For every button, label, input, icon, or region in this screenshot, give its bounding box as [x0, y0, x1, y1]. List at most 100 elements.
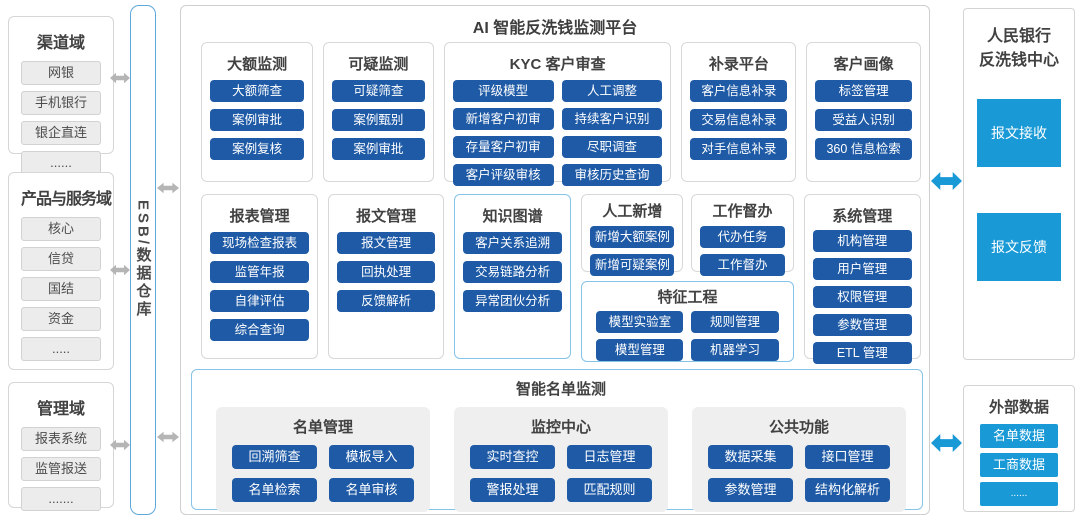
module-box-large-amount-monitor: 大额监测 大额筛查 案例审批 案例复核 — [201, 42, 314, 182]
module-button: 参数管理 — [708, 478, 793, 502]
module-button: 新增客户初审 — [452, 108, 554, 130]
submodule-title: 名单管理 — [292, 419, 353, 436]
sync-arrow-icon — [157, 431, 179, 443]
module-button: 模板导入 — [329, 445, 414, 469]
module-button: 客户评级审核 — [452, 164, 554, 186]
domain-item-list: 网银 手机银行 银企直连 ...... — [21, 61, 101, 175]
module-box-supplement-platform: 补录平台 客户信息补录 交易信息补录 对手信息补录 — [681, 42, 797, 182]
module-button: 新增大额案例 — [590, 226, 675, 248]
domain-item: 信贷 — [21, 247, 101, 271]
module-title: 报表管理 — [229, 208, 290, 225]
module-button: 匹配规则 — [567, 478, 652, 502]
domain-title: 管理域 — [36, 401, 85, 418]
pboc-title-line1: 人民银行 — [986, 28, 1051, 45]
module-box-work-supervision: 工作督办 代办任务 工作督办 — [691, 194, 794, 276]
module-title: 大额监测 — [227, 56, 288, 73]
domain-box-management: 管理域 报表系统 监管报送 ....... — [8, 382, 114, 511]
data-exchange-arrow-icon — [931, 434, 962, 452]
sync-arrow-icon — [110, 439, 130, 451]
module-button: 结构化解析 — [805, 478, 890, 502]
module-button: 尽职调查 — [561, 136, 663, 158]
module-button: 回执处理 — [337, 261, 435, 283]
pboc-title-line2: 反洗钱中心 — [978, 52, 1059, 69]
module-button: 案例复核 — [210, 138, 305, 160]
module-box-knowledge-graph: 知识图谱 客户关系追溯 交易链路分析 异常团伙分析 — [453, 194, 572, 359]
domain-item-list: 报表系统 监管报送 ....... — [21, 427, 101, 511]
module-button: 日志管理 — [567, 445, 652, 469]
module-button: 客户关系追溯 — [462, 232, 563, 254]
esb-data-warehouse-bar: ESB/数据仓库 — [130, 5, 156, 515]
module-title: 报文管理 — [356, 208, 417, 225]
submodule-box-monitoring-center: 监控中心 实时查控 日志管理 警报处理 匹配规则 — [454, 407, 668, 512]
module-button: 360 信息检索 — [815, 138, 912, 160]
module-box-manual-add: 人工新增 新增大额案例 新增可疑案例 — [581, 194, 684, 276]
domain-box-product-service: 产品与服务域 核心 信贷 国结 资金 ..... — [8, 172, 114, 370]
module-button: 客户信息补录 — [690, 80, 788, 102]
module-title: 系统管理 — [832, 208, 893, 225]
module-title: 知识图谱 — [482, 208, 543, 225]
module-button: 存量客户初审 — [452, 136, 554, 158]
module-title: 人工新增 — [602, 203, 663, 220]
module-button: 现场检查报表 — [210, 232, 310, 254]
esb-label: ESB/数据仓库 — [134, 200, 152, 320]
module-box-system-management: 系统管理 机构管理 用户管理 权限管理 参数管理 ETL 管理 — [803, 194, 921, 364]
module-button: 用户管理 — [812, 258, 912, 280]
module-button: 回溯筛查 — [232, 445, 317, 469]
module-button: 大额筛查 — [210, 80, 305, 102]
module-button: 模型实验室 — [596, 311, 684, 333]
module-button: 模型管理 — [596, 339, 684, 361]
sync-arrow-icon — [157, 182, 179, 194]
module-title: 客户画像 — [833, 56, 894, 73]
module-button: 自律评估 — [210, 290, 310, 312]
domain-item: 核心 — [21, 217, 101, 241]
module-button: 报文管理 — [337, 232, 435, 254]
platform-title: AI 智能反洗钱监测平台 — [472, 20, 638, 37]
domain-item: 国结 — [21, 277, 101, 301]
sync-arrow-icon — [110, 264, 130, 276]
module-button: 标签管理 — [815, 80, 912, 102]
domain-title: 产品与服务域 — [21, 191, 112, 208]
module-button: 案例审批 — [332, 138, 425, 160]
domain-item: 报表系统 — [21, 427, 101, 451]
module-box-smart-list-monitoring: 智能名单监测 名单管理 回溯筛查 模板导入 名单检索 名单审核 监控中心 实时查… — [191, 369, 923, 512]
message-feedback-block: 报文反馈 — [977, 213, 1061, 281]
message-receive-block: 报文接收 — [977, 99, 1061, 167]
module-button: 警报处理 — [470, 478, 555, 502]
module-button: 案例审批 — [210, 109, 305, 131]
domain-item: 手机银行 — [21, 91, 101, 115]
external-data-item: 工商数据 — [980, 453, 1058, 477]
submodule-box-list-management: 名单管理 回溯筛查 模板导入 名单检索 名单审核 — [216, 407, 430, 512]
platform-panel: AI 智能反洗钱监测平台 大额监测 大额筛查 案例审批 案例复核 可疑监测 可疑… — [180, 5, 930, 515]
domain-item-list: 核心 信贷 国结 资金 ..... — [21, 217, 101, 361]
submodule-title: 公共功能 — [768, 419, 829, 436]
module-button: 反馈解析 — [337, 290, 435, 312]
module-button: 人工调整 — [561, 80, 663, 102]
module-button: 权限管理 — [812, 286, 912, 308]
module-title: 可疑监测 — [348, 56, 409, 73]
module-title: 工作督办 — [712, 203, 773, 220]
module-box-message-management: 报文管理 报文管理 回执处理 反馈解析 — [328, 194, 444, 359]
module-button: 接口管理 — [805, 445, 890, 469]
module-button: 监管年报 — [210, 261, 310, 283]
module-button: 异常团伙分析 — [462, 290, 563, 312]
module-title: KYC 客户审查 — [509, 56, 606, 73]
module-button: 名单审核 — [329, 478, 414, 502]
module-title: 特征工程 — [657, 289, 718, 306]
module-button: 案例甄别 — [332, 109, 425, 131]
domain-item-ellipsis: ....... — [21, 487, 101, 511]
domain-item-ellipsis: ...... — [21, 151, 101, 175]
submodule-title: 监控中心 — [530, 419, 591, 436]
module-button: 机器学习 — [691, 339, 779, 361]
module-button: 可疑筛查 — [332, 80, 425, 102]
module-button: 新增可疑案例 — [590, 254, 675, 276]
module-button: 实时查控 — [470, 445, 555, 469]
module-button: 评级模型 — [452, 80, 554, 102]
domain-item: 网银 — [21, 61, 101, 85]
module-title: 智能名单监测 — [515, 381, 606, 398]
sync-arrow-icon — [110, 72, 130, 84]
module-button: 机构管理 — [812, 230, 912, 252]
platform-row-2: 报表管理 现场检查报表 监管年报 自律评估 综合查询 报文管理 报文管理 回执处… — [201, 194, 921, 364]
module-button: 交易信息补录 — [690, 109, 788, 131]
domain-item: 资金 — [21, 307, 101, 331]
